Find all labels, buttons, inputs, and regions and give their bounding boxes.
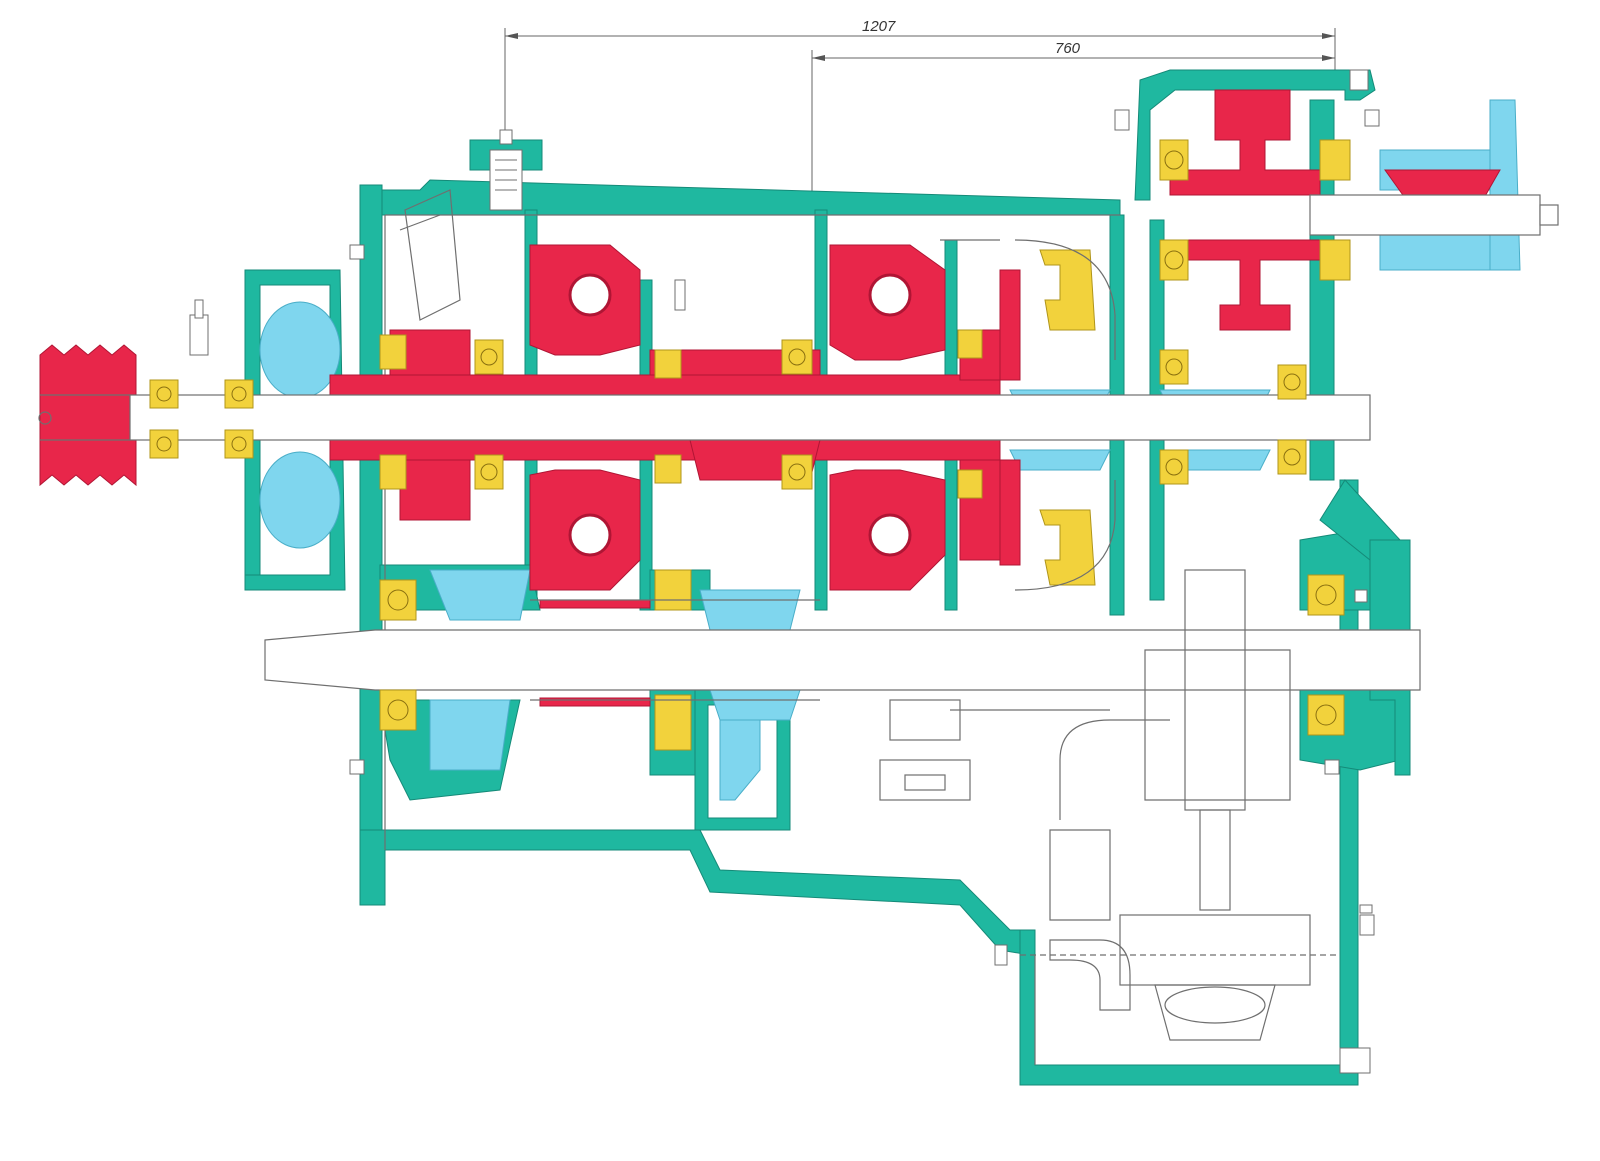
fasteners	[189, 69, 1380, 1074]
output-gear	[1169, 89, 1321, 196]
detail-strokes	[38, 189, 1116, 701]
output-shaft	[264, 629, 1421, 691]
bearing-balls	[156, 150, 1337, 726]
v-belt-pulley	[39, 344, 137, 487]
bearings	[149, 139, 1351, 751]
breather-valve	[469, 129, 543, 211]
lower-linkage-outline	[879, 569, 1340, 1041]
shafts	[129, 194, 1559, 691]
housing-outline	[384, 214, 1120, 1065]
dimension-lines: 1207 760	[504, 18, 1336, 200]
input-shaft	[129, 394, 1371, 441]
converter-cores	[568, 273, 912, 557]
dimension-label-overall: 1207	[862, 18, 896, 35]
dimension-label-inner: 760	[1055, 40, 1081, 57]
